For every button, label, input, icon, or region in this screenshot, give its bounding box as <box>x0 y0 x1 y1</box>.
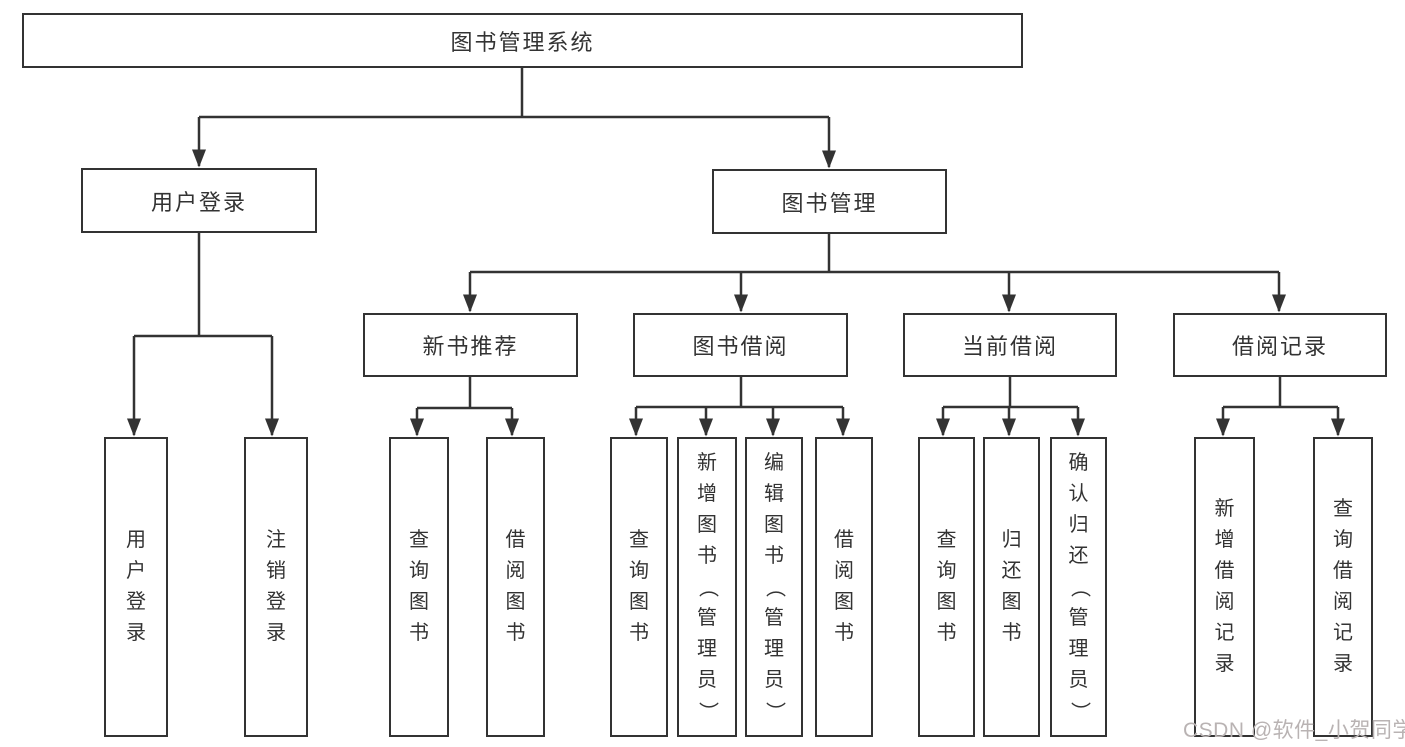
leaf-label: 新增借阅记录 <box>1214 498 1235 675</box>
node-new-book-recommend: 新书推荐 <box>363 313 578 377</box>
node-label: 图书管理 <box>781 190 878 216</box>
node-book-management: 图书管理 <box>712 169 947 234</box>
leaf-label: 注销登录 <box>266 529 286 644</box>
node-current-borrowing: 当前借阅 <box>903 313 1117 377</box>
leaf-label: 借阅图书 <box>505 529 526 644</box>
leaf-query-books-recommend: 查询图书 <box>389 437 449 737</box>
leaf-label: 确认归还（管理员） <box>1068 451 1090 722</box>
leaf-label: 用户登录 <box>126 529 146 644</box>
node-label: 用户登录 <box>150 189 247 215</box>
leaf-label: 查询图书 <box>409 529 429 644</box>
leaf-borrow-books-recommend: 借阅图书 <box>486 437 545 737</box>
node-user-login: 用户登录 <box>81 168 317 233</box>
leaf-return-books: 归还图书 <box>983 437 1040 737</box>
leaf-label: 查询图书 <box>936 529 957 644</box>
leaf-label: 查询借阅记录 <box>1333 498 1353 675</box>
leaf-borrow-books-borrowing: 借阅图书 <box>815 437 873 737</box>
node-borrowing-records: 借阅记录 <box>1173 313 1387 377</box>
node-label: 当前借阅 <box>961 334 1058 359</box>
node-label: 图书借阅 <box>692 334 789 359</box>
leaf-label: 归还图书 <box>1001 529 1022 644</box>
node-label: 图书管理系统 <box>450 29 595 55</box>
leaf-query-borrow-record: 查询借阅记录 <box>1313 437 1373 737</box>
leaf-user-login: 用户登录 <box>104 437 168 737</box>
leaf-label: 查询图书 <box>629 529 649 644</box>
leaf-edit-books-admin: 编辑图书（管理员） <box>745 437 803 737</box>
node-label: 借阅记录 <box>1231 334 1328 359</box>
leaf-confirm-return-admin: 确认归还（管理员） <box>1050 437 1107 737</box>
leaf-logout: 注销登录 <box>244 437 308 737</box>
node-label: 新书推荐 <box>422 334 519 359</box>
leaf-label: 新增图书（管理员） <box>696 451 719 722</box>
leaf-query-books-borrowing: 查询图书 <box>610 437 668 737</box>
leaf-add-books-admin: 新增图书（管理员） <box>677 437 737 737</box>
node-book-borrowing: 图书借阅 <box>633 313 848 377</box>
node-library-management-system: 图书管理系统 <box>22 13 1023 68</box>
connector-arrows <box>127 117 1345 437</box>
leaf-query-books-current: 查询图书 <box>918 437 975 737</box>
csdn-watermark: CSDN @软件_小贺同学 <box>1183 719 1405 742</box>
leaf-label: 编辑图书（管理员） <box>763 451 786 722</box>
leaf-add-borrow-record: 新增借阅记录 <box>1194 437 1255 737</box>
leaf-label: 借阅图书 <box>834 529 854 644</box>
connector-trunks <box>134 68 1338 410</box>
